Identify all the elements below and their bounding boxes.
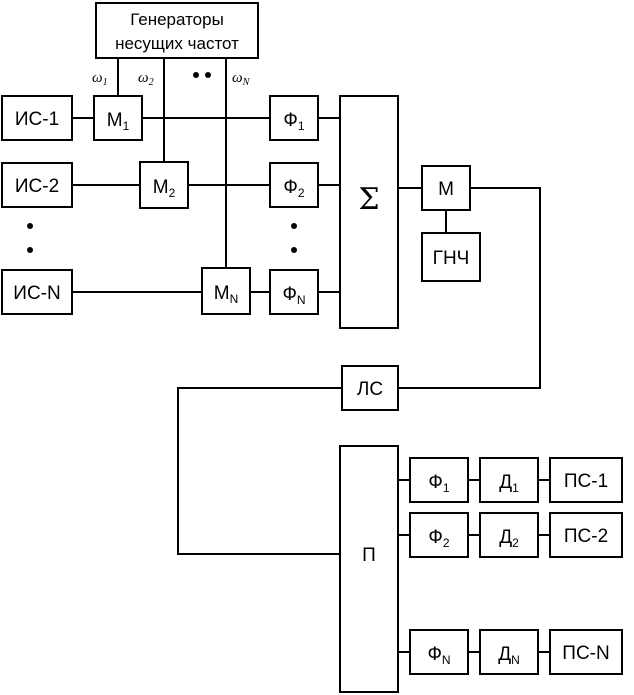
- tx-filter-f1: Ф1: [269, 95, 319, 141]
- source-isn: ИС-N: [1, 269, 73, 315]
- demodulator-d1: Д1: [479, 457, 539, 503]
- carrier-generators-block: Генераторы несущих частот: [95, 2, 259, 59]
- svg-text:Ф1: Ф1: [283, 110, 304, 133]
- omega-label-2: ω2: [138, 70, 154, 88]
- omega-label-n: ωN: [232, 70, 251, 88]
- generator-title-line1: Генераторы: [130, 10, 224, 29]
- svg-text:ДN: ДN: [498, 644, 520, 667]
- group-modulator: М: [421, 165, 471, 211]
- receiver-block: П: [339, 445, 399, 693]
- tx-filter-fn: ФN: [269, 269, 319, 315]
- svg-text:Ф2: Ф2: [428, 527, 449, 550]
- svg-text:ФN: ФN: [282, 284, 305, 307]
- omega-label-1: ω1: [92, 70, 108, 88]
- modulator-m2: М2: [139, 161, 189, 209]
- rx-filter-f1: Ф1: [409, 457, 469, 503]
- svg-text:МN: МN: [214, 283, 239, 306]
- svg-text:Д2: Д2: [499, 527, 519, 550]
- line-block: ЛС: [341, 365, 399, 411]
- rx-filter-f2: Ф2: [409, 512, 469, 558]
- rx-filter-fn: ФN: [409, 629, 469, 675]
- svg-text:ПС-1: ПС-1: [564, 471, 608, 492]
- modulator-mn: МN: [201, 267, 251, 315]
- svg-text:ПС-2: ПС-2: [564, 526, 608, 547]
- receiver-ps2: ПС-2: [549, 512, 623, 558]
- svg-text:М2: М2: [153, 177, 176, 200]
- svg-text:ПС-N: ПС-N: [562, 643, 609, 664]
- svg-text:Д1: Д1: [499, 472, 519, 495]
- ellipsis-dot: [205, 72, 211, 78]
- low-freq-generator: ГНЧ: [421, 232, 481, 282]
- demodulator-dn: ДN: [479, 629, 539, 675]
- modulator-m1: М1: [93, 95, 143, 141]
- svg-text:ИС-N: ИС-N: [13, 283, 60, 304]
- demodulator-d2: Д2: [479, 512, 539, 558]
- svg-text:П: П: [362, 545, 376, 566]
- svg-text:ФN: ФN: [427, 644, 450, 667]
- tx-filter-f2: Ф2: [269, 162, 319, 208]
- wire-ls-p: [177, 387, 342, 555]
- ellipsis-dot: [291, 223, 297, 229]
- svg-text:М: М: [438, 179, 454, 200]
- svg-text:ИС-2: ИС-2: [15, 176, 59, 197]
- sigma-symbol: Σ: [358, 182, 379, 217]
- svg-text:Ф2: Ф2: [283, 177, 304, 200]
- receiver-psn: ПС-N: [549, 629, 623, 675]
- source-is2: ИС-2: [1, 162, 73, 208]
- wire-m-ls: [398, 187, 541, 389]
- svg-text:ИС-1: ИС-1: [15, 109, 59, 130]
- svg-text:ГНЧ: ГНЧ: [433, 248, 470, 269]
- ellipsis-dot: [27, 247, 33, 253]
- receiver-ps1: ПС-1: [549, 457, 623, 503]
- svg-text:ЛС: ЛС: [357, 379, 383, 400]
- generator-title-line2: несущих частот: [115, 34, 239, 53]
- source-is1: ИС-1: [1, 95, 73, 141]
- ellipsis-dot: [193, 72, 199, 78]
- svg-text:Ф1: Ф1: [428, 472, 449, 495]
- ellipsis-dot: [27, 223, 33, 229]
- ellipsis-dot: [291, 247, 297, 253]
- wires: [72, 58, 550, 653]
- svg-text:М1: М1: [107, 110, 130, 133]
- adder-block: Σ: [339, 95, 399, 329]
